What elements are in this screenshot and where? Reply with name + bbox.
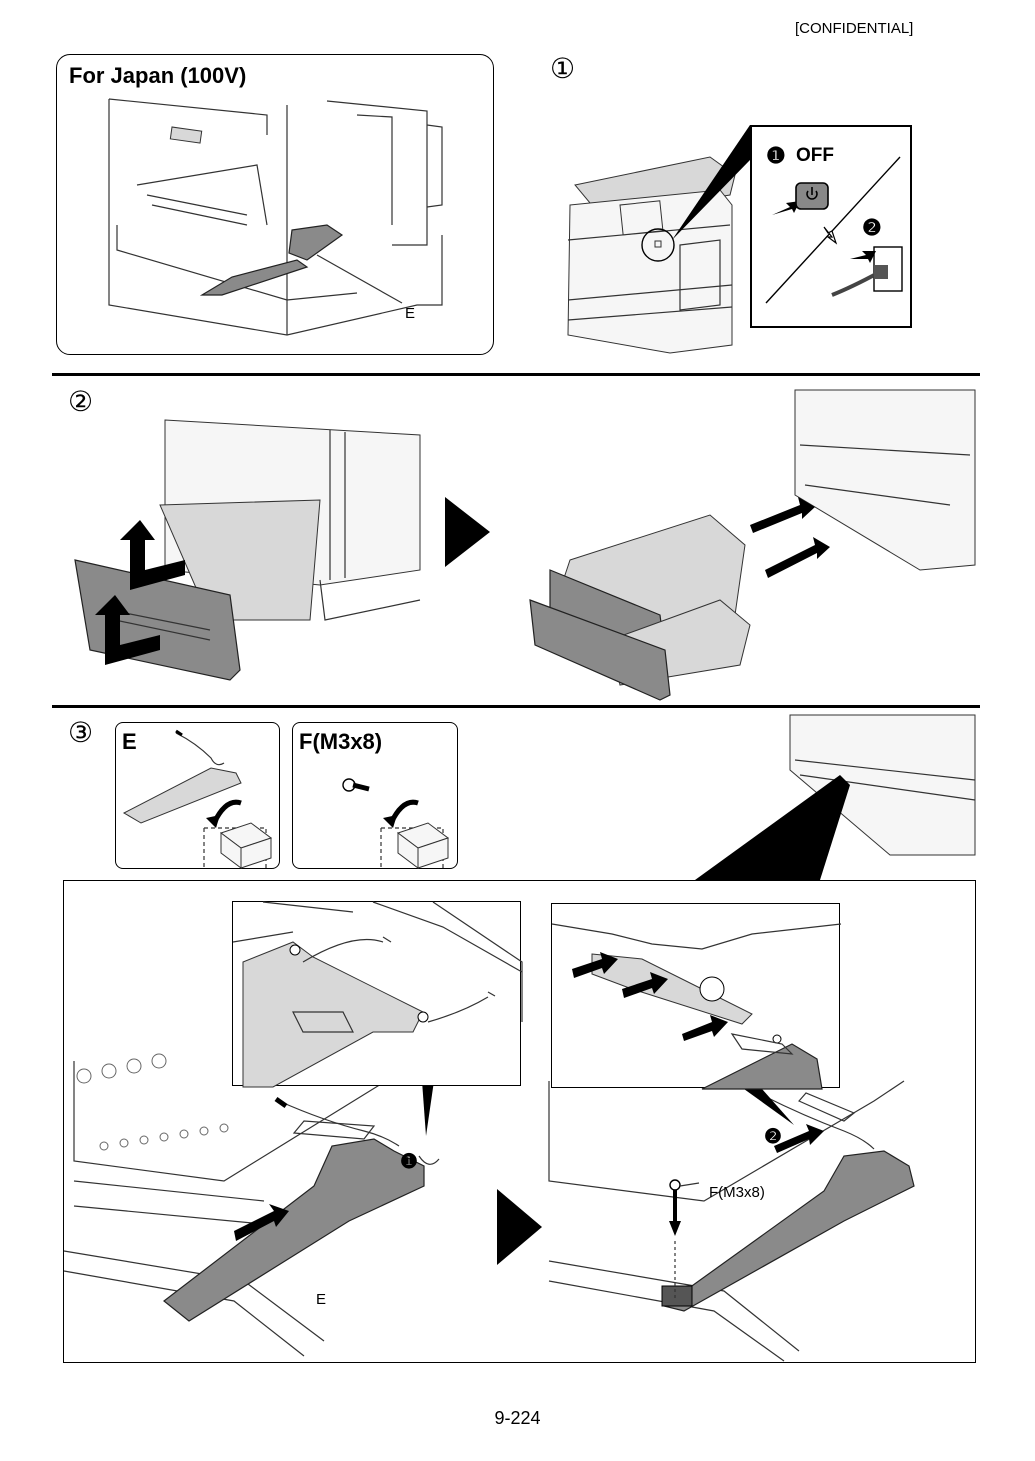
zoom-pointer-left xyxy=(422,1081,434,1136)
detail-inset-right-illustration xyxy=(551,923,842,1090)
detail-inset-left xyxy=(232,901,523,1088)
printer-illustration xyxy=(567,125,750,354)
confidential-label: [CONFIDENTIAL] xyxy=(795,20,914,37)
power-callout-box: ❶ OFF ❷ xyxy=(750,125,912,328)
japan-part-e-label: E xyxy=(405,305,416,322)
section-divider-1 xyxy=(52,373,980,376)
screw-icon xyxy=(342,778,450,869)
power-button-icon xyxy=(765,156,903,304)
installation-detail-box: ❶ E ❷ F xyxy=(63,880,976,1363)
installation-left-illustration xyxy=(63,1053,440,1357)
cassette-pull-illustration xyxy=(74,419,421,681)
japan-panel: For Japan (100V) E xyxy=(56,54,494,355)
step-badge-2: ❷ xyxy=(764,1126,782,1148)
off-label: OFF xyxy=(796,145,834,166)
cassettes-removed-illustration xyxy=(529,389,976,701)
right-screw-label: F(M3x8) xyxy=(709,1184,765,1201)
part-e-box: E xyxy=(115,722,280,869)
unplug-badge: ❷ xyxy=(862,215,882,240)
japan-machine-illustration xyxy=(108,98,443,336)
detail-inset-left-illustration xyxy=(232,901,523,1088)
left-part-e-label: E xyxy=(316,1291,327,1308)
installation-right-illustration xyxy=(548,1080,915,1362)
part-f-box: F(M3x8) xyxy=(292,722,458,869)
zoom-pointer-right xyxy=(744,1089,794,1125)
detail-inset-right xyxy=(551,903,842,1090)
page-number: 9-224 xyxy=(494,1408,541,1428)
machine-bottom-illustration xyxy=(695,714,976,880)
japan-panel-title: For Japan (100V) xyxy=(69,63,247,88)
part-f-title: F(M3x8) xyxy=(299,729,383,754)
next-arrow-2 xyxy=(497,1189,542,1265)
step2-number: ② xyxy=(68,386,94,417)
section-divider-2 xyxy=(52,705,980,708)
off-badge: ❶ xyxy=(766,143,786,168)
next-arrow-1 xyxy=(445,497,490,567)
floor-dots xyxy=(76,1053,229,1151)
part-e-illustration xyxy=(122,729,273,869)
step1-number: ① xyxy=(550,53,576,84)
step3-number: ③ xyxy=(68,717,94,748)
step-badge-1: ❶ xyxy=(400,1151,418,1173)
part-e-title: E xyxy=(122,729,137,754)
